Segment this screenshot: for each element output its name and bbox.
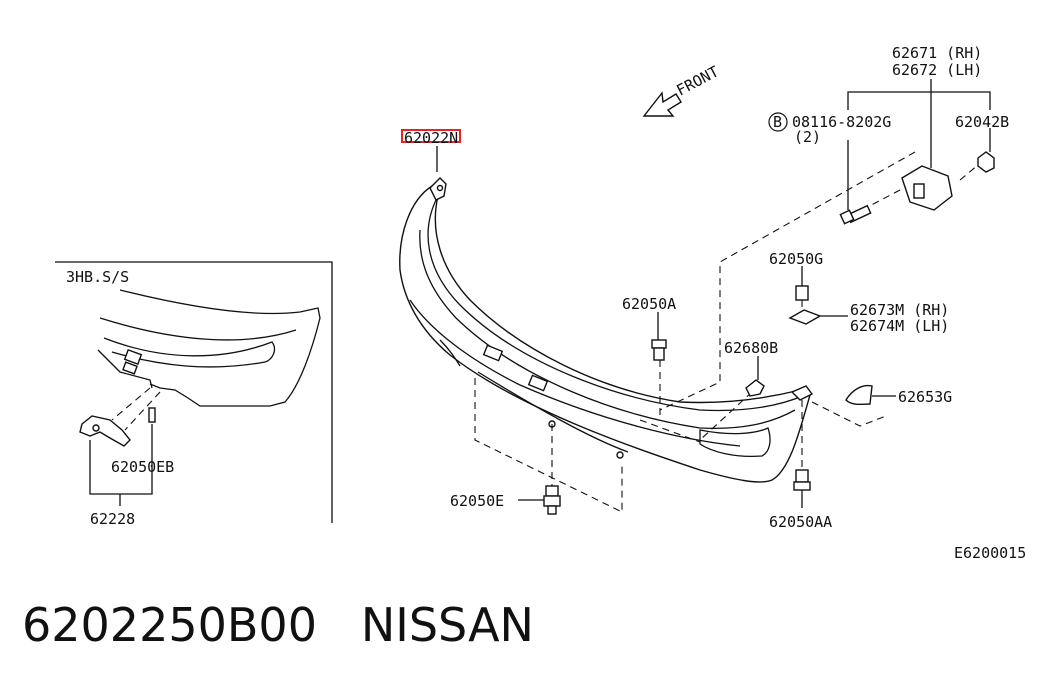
- part-labels: 62022N 62671 (RH) 62672 (LH) B 08116-820…: [404, 44, 1026, 562]
- inset-leader-1: [111, 387, 151, 421]
- inset-vent-2: [122, 361, 138, 375]
- inset-vent-1: [123, 349, 143, 365]
- dash-inner-1: [639, 419, 701, 443]
- b-circle-icon: [768, 112, 788, 132]
- clip-g-part: [795, 285, 809, 301]
- plate-clip-right: [527, 374, 549, 392]
- side-bracket-part: [901, 165, 953, 211]
- nut-part: [977, 151, 995, 173]
- lower-strip-hole-2: [616, 451, 624, 459]
- clip-b-label[interactable]: 62680B: [724, 339, 778, 357]
- bumper-mid-crease: [419, 229, 796, 430]
- plate-clip-left: [482, 344, 504, 362]
- inset-bracket-hole: [92, 424, 100, 432]
- inset-label: 3HB.S/S: [66, 268, 129, 286]
- inset-frame: [55, 261, 333, 523]
- inset-callout-bracket: [89, 424, 153, 495]
- bumper-lamp-recess: [699, 427, 771, 458]
- retainer-lh-label[interactable]: 62674M (LH): [850, 317, 949, 335]
- bumper-side-tab: [790, 385, 814, 401]
- bumper-fascia: [399, 177, 814, 483]
- title-brand: NISSAN: [360, 598, 534, 652]
- inset-panel: 3HB.S/S 62050EB 62228: [55, 261, 333, 528]
- fascia-label[interactable]: 62022N: [404, 129, 458, 147]
- inset-bumper-crease: [99, 317, 297, 341]
- inset-bracket-label: 62228: [90, 510, 135, 528]
- dash-seal: [811, 401, 887, 427]
- clip-e-label[interactable]: 62050E: [450, 492, 504, 510]
- side-bracket-slot: [913, 183, 925, 199]
- dash-bracket-to-bumper: [659, 151, 916, 411]
- inset-bracket-part: [79, 415, 131, 447]
- retainer-part: [788, 309, 822, 325]
- bracket-rh-label[interactable]: 62671 (RH): [892, 44, 982, 62]
- bumper-top-tab-hole: [436, 184, 444, 192]
- bumper-left-vent: [439, 339, 461, 367]
- clip-a-label[interactable]: 62050A: [622, 295, 676, 313]
- inset-leader-2: [124, 391, 161, 431]
- nut-label[interactable]: 62042B: [955, 113, 1009, 131]
- lower-strip-edge: [477, 371, 629, 453]
- clip-g-label[interactable]: 62050G: [769, 250, 823, 268]
- clip-aa-label[interactable]: 62050AA: [769, 513, 832, 531]
- clip-b-part: [745, 379, 765, 397]
- bumper-top-crease: [427, 195, 806, 412]
- highlight-box: [401, 129, 461, 143]
- inset-bumper-lamp: [103, 337, 276, 368]
- bolt-label[interactable]: 08116-8202G: [792, 113, 891, 131]
- bracket-lh-label[interactable]: 62672 (LH): [892, 61, 982, 79]
- inset-clip-part: [148, 407, 156, 423]
- clip-e-part: [543, 485, 561, 515]
- small-parts: [543, 151, 995, 515]
- leader-top-bar: [847, 91, 991, 110]
- title-part-number: 6202250B00: [22, 598, 317, 652]
- bolt-b-mark: B: [773, 113, 782, 131]
- bumper-body: [399, 185, 811, 483]
- dash-lower-box: [474, 378, 623, 513]
- front-indicator: FRONT: [642, 62, 722, 117]
- diagram-code: E6200015: [954, 544, 1026, 562]
- bumper-lower-crease: [409, 299, 741, 447]
- bolt-qty-label: (2): [794, 128, 821, 146]
- bolt-part: [839, 204, 872, 225]
- inset-bumper-lower: [97, 349, 153, 389]
- page-title: 6202250B00 NISSAN: [22, 598, 534, 652]
- clip-aa-part: [793, 469, 811, 491]
- front-arrow-icon: [642, 91, 682, 117]
- clip-a-part: [651, 339, 667, 361]
- front-label: FRONT: [673, 62, 721, 99]
- inset-clip-label: 62050EB: [111, 458, 174, 476]
- seal-part: [845, 384, 873, 406]
- callout-lines: [436, 79, 991, 508]
- retainer-rh-label[interactable]: 62673M (RH): [850, 301, 949, 319]
- seal-label[interactable]: 62653G: [898, 388, 952, 406]
- inset-bumper-outline: [119, 289, 321, 407]
